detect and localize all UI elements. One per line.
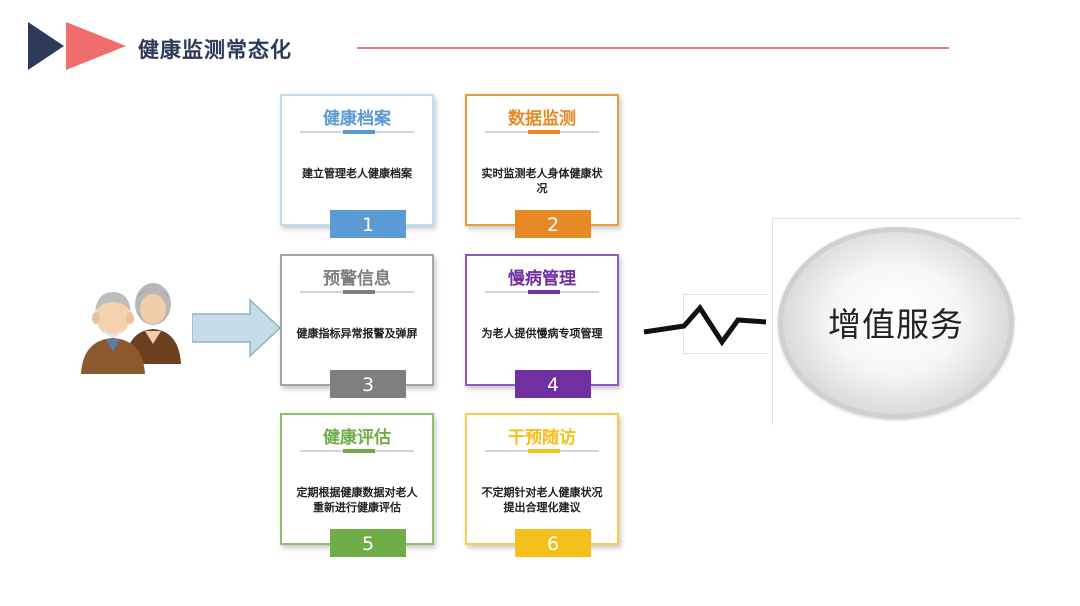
card-title: 健康档案 (323, 109, 391, 129)
card-desc: 建立管理老人健康档案 (302, 167, 412, 180)
card-title: 慢病管理 (508, 269, 576, 289)
card-title: 数据监测 (508, 109, 576, 129)
card-title: 预警信息 (323, 269, 391, 289)
card-number: 6 (515, 529, 591, 557)
card-number: 1 (330, 210, 406, 238)
card-data-monitoring: 数据监测 实时监测老人身体健康状况 2 (465, 94, 619, 238)
card-desc: 为老人提供慢病专项管理 (481, 327, 603, 340)
header-divider (357, 47, 949, 49)
zigzag-connector-icon (643, 303, 767, 347)
card-health-assessment: 健康评估 定期根据健康数据对老人重新进行健康评估 5 (280, 413, 434, 557)
card-title: 干预随访 (508, 428, 576, 448)
page-title: 健康监测常态化 (138, 38, 292, 62)
card-number: 2 (515, 210, 591, 238)
card-desc: 不定期针对老人健康状况提出合理化建议 (481, 486, 603, 514)
card-intervention-followup: 干预随访 不定期针对老人健康状况提出合理化建议 6 (465, 413, 619, 557)
value-added-label: 增值服务 (828, 305, 964, 344)
value-added-panel (772, 218, 1021, 425)
card-number: 4 (515, 370, 591, 398)
elderly-couple-icon (81, 283, 181, 374)
card-number: 5 (330, 529, 406, 557)
card-warning-info: 预警信息 健康指标异常报警及弹屏 3 (280, 254, 434, 398)
card-chronic-disease: 慢病管理 为老人提供慢病专项管理 4 (465, 254, 619, 398)
right-arrow-icon (192, 298, 282, 358)
value-added-ellipse (778, 227, 1014, 419)
card-desc: 健康指标异常报警及弹屏 (296, 327, 418, 340)
card-number: 3 (330, 370, 406, 398)
card-desc: 实时监测老人身体健康状况 (481, 167, 603, 195)
card-health-record: 健康档案 建立管理老人健康档案 1 (280, 94, 434, 238)
card-title: 健康评估 (323, 428, 391, 448)
header-logo-icon (28, 22, 126, 70)
card-desc: 定期根据健康数据对老人重新进行健康评估 (296, 486, 418, 514)
